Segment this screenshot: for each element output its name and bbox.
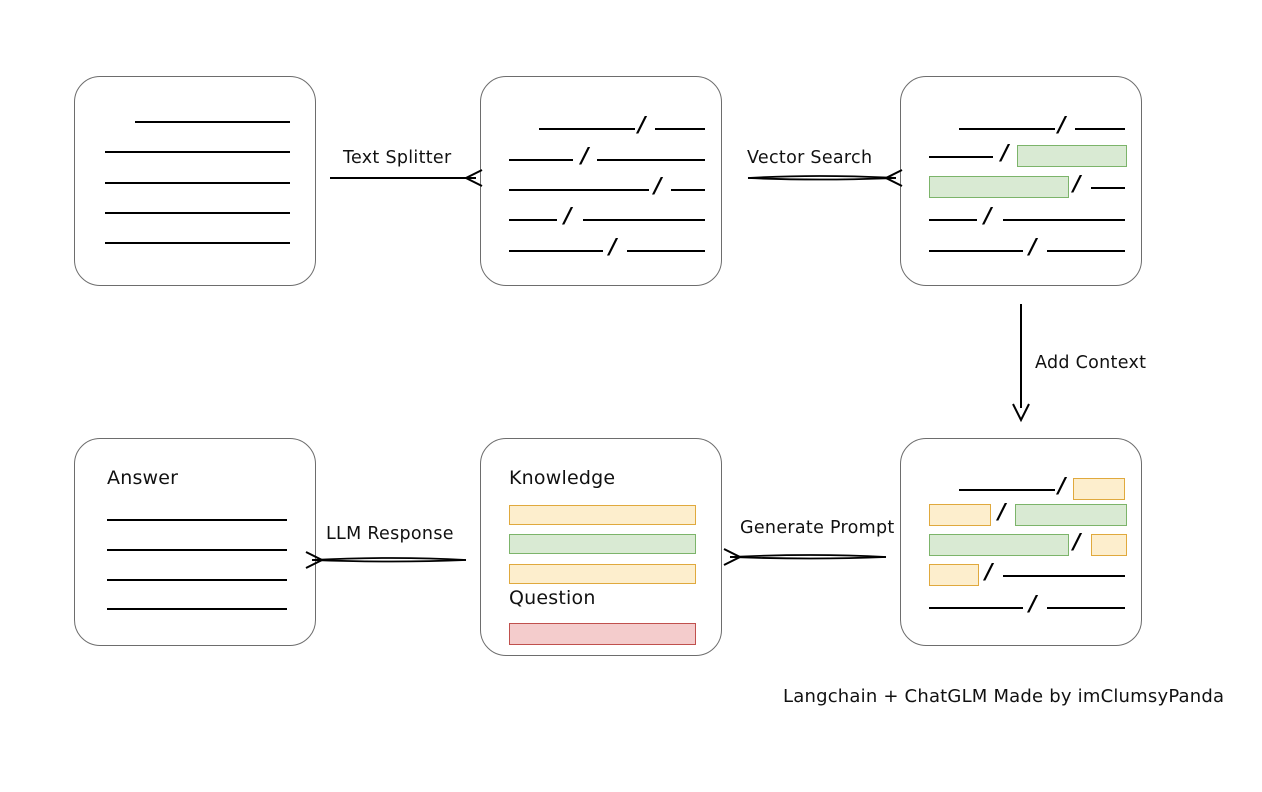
- knowledge-label: Knowledge: [509, 467, 616, 489]
- text-rule: [1003, 575, 1125, 577]
- text-rule: [509, 159, 573, 161]
- split-chunks-card[interactable]: / / / / /: [480, 76, 722, 286]
- footer-credit: Langchain + ChatGLM Made by imClumsyPand…: [783, 686, 1225, 707]
- separator-slash-icon: /: [1001, 140, 1009, 165]
- text-rule: [929, 250, 1023, 252]
- separator-slash-icon: /: [1073, 171, 1081, 196]
- edge-vector-search-label: Vector Search: [747, 148, 873, 168]
- text-rule: [1003, 219, 1125, 221]
- knowledge-bar-green: [509, 534, 696, 554]
- text-rule: [107, 579, 287, 581]
- question-label: Question: [509, 587, 596, 609]
- text-rule: [107, 549, 287, 551]
- edge-text-splitter-label: Text Splitter: [343, 148, 452, 168]
- text-rule: [539, 128, 635, 130]
- answer-card[interactable]: Answer: [74, 438, 316, 646]
- question-bar-red: [509, 623, 696, 645]
- text-rule: [1075, 128, 1125, 130]
- text-rule: [1047, 607, 1125, 609]
- separator-slash-icon: /: [581, 143, 589, 168]
- context-chunks-content: / / / / /: [901, 439, 1141, 645]
- text-rule: [107, 519, 287, 521]
- prompt-content: Knowledge Question: [481, 439, 721, 655]
- separator-slash-icon: /: [564, 203, 572, 228]
- chunk-highlight-green: [1015, 504, 1127, 526]
- separator-slash-icon: /: [998, 499, 1006, 524]
- text-rule: [1047, 250, 1125, 252]
- text-rule: [105, 182, 290, 184]
- chunk-highlight-green: [929, 534, 1069, 556]
- chunk-highlight-green: [1017, 145, 1127, 167]
- split-chunks-content: / / / / /: [481, 77, 721, 285]
- text-rule: [105, 212, 290, 214]
- text-rule: [105, 151, 290, 153]
- separator-slash-icon: /: [1058, 112, 1066, 137]
- source-document-card[interactable]: [74, 76, 316, 286]
- separator-slash-icon: /: [1073, 529, 1081, 554]
- separator-slash-icon: /: [654, 173, 662, 198]
- context-chunks-card[interactable]: / / / / /: [900, 438, 1142, 646]
- text-rule: [929, 607, 1023, 609]
- chunk-highlight-green: [929, 176, 1069, 198]
- text-rule: [1091, 187, 1125, 189]
- edge-llm-response-label: LLM Response: [326, 524, 454, 544]
- text-rule: [671, 189, 705, 191]
- retrieved-chunks-card[interactable]: / / / / /: [900, 76, 1142, 286]
- arrowhead-down-icon: [1012, 403, 1030, 423]
- answer-content: Answer: [75, 439, 315, 645]
- knowledge-bar-yellow: [509, 564, 696, 584]
- text-rule: [929, 156, 993, 158]
- text-rule: [959, 128, 1055, 130]
- chunk-highlight-yellow: [1091, 534, 1127, 556]
- edge-vector-search: [747, 169, 903, 187]
- edge-generate-prompt-label: Generate Prompt: [740, 518, 895, 538]
- text-rule: [627, 250, 705, 252]
- edge-add-context-label: Add Context: [1035, 353, 1147, 373]
- edge-add-context: [1012, 304, 1030, 423]
- text-rule: [929, 219, 977, 221]
- text-rule: [105, 242, 290, 244]
- text-rule: [509, 250, 603, 252]
- separator-slash-icon: /: [1029, 591, 1037, 616]
- text-rule: [655, 128, 705, 130]
- text-rule: [583, 219, 705, 221]
- chunk-highlight-yellow: [929, 504, 991, 526]
- edge-generate-prompt: [723, 548, 887, 566]
- prompt-card[interactable]: Knowledge Question: [480, 438, 722, 656]
- arrowhead-left-icon: [723, 548, 743, 566]
- text-rule: [597, 159, 705, 161]
- text-rule: [509, 219, 557, 221]
- text-rule: [959, 489, 1055, 491]
- knowledge-bar-yellow: [509, 505, 696, 525]
- separator-slash-icon: /: [638, 112, 646, 137]
- retrieved-chunks-content: / / / / /: [901, 77, 1141, 285]
- separator-slash-icon: /: [985, 559, 993, 584]
- edge-llm-response: [305, 551, 467, 569]
- chunk-highlight-yellow: [1073, 478, 1125, 500]
- text-rule: [135, 121, 290, 123]
- answer-label: Answer: [107, 467, 179, 489]
- chunk-highlight-yellow: [929, 564, 979, 586]
- text-rule: [107, 608, 287, 610]
- text-rule: [509, 189, 649, 191]
- edge-text-splitter: [330, 169, 483, 187]
- separator-slash-icon: /: [1058, 473, 1066, 498]
- separator-slash-icon: /: [1029, 234, 1037, 259]
- separator-slash-icon: /: [609, 234, 617, 259]
- source-document-content: [75, 77, 315, 285]
- separator-slash-icon: /: [984, 203, 992, 228]
